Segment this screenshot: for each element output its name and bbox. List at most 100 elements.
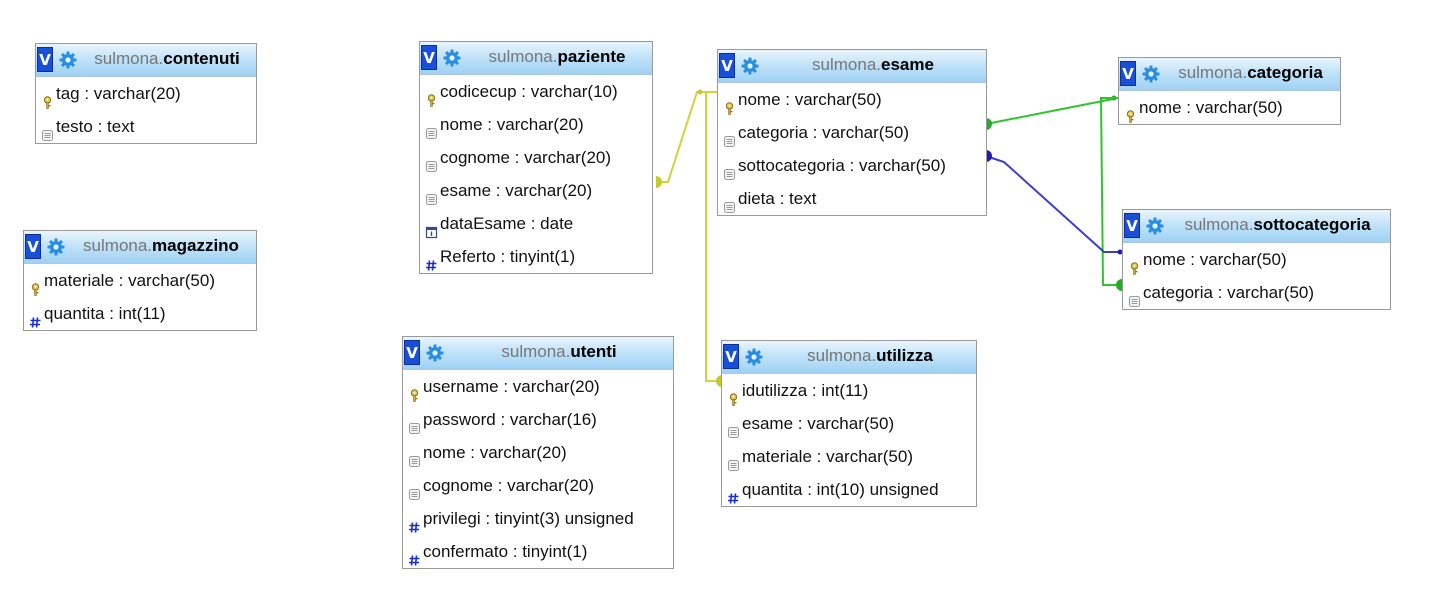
- gear-icon[interactable]: [426, 344, 444, 362]
- column-row[interactable]: nome : varchar(50): [1123, 243, 1390, 276]
- column-row[interactable]: esame : varchar(50): [722, 407, 976, 440]
- column-label: privilegi : tinyint(3) unsigned: [423, 509, 634, 528]
- toggle-columns-button[interactable]: V: [719, 53, 735, 78]
- toggle-columns-button[interactable]: V: [1120, 61, 1136, 86]
- table-title: sulmona.contenuti: [80, 44, 254, 76]
- relation-sottocategoria-categoria: [1099, 97, 1122, 291]
- column-row[interactable]: confermato : tinyint(1): [403, 535, 673, 568]
- number-field-icon: [408, 512, 421, 525]
- gear-icon[interactable]: [741, 57, 759, 75]
- database-name: sulmona.: [812, 55, 882, 74]
- column-row[interactable]: dataEsame : date: [420, 207, 652, 240]
- toggle-columns-button[interactable]: V: [421, 45, 437, 70]
- gear-icon[interactable]: [1146, 217, 1164, 235]
- column-row[interactable]: codicecup : varchar(10): [420, 75, 652, 108]
- column-row[interactable]: nome : varchar(20): [420, 108, 652, 141]
- text-field-icon: [408, 479, 421, 492]
- relation-utilizza-esame: [705, 91, 722, 387]
- column-row[interactable]: password : varchar(16): [403, 403, 673, 436]
- table-name: utilizza: [876, 346, 933, 365]
- toggle-columns-button[interactable]: V: [404, 340, 420, 365]
- column-label: tag : varchar(20): [56, 84, 181, 103]
- gear-icon[interactable]: [1142, 65, 1160, 83]
- column-label: cognome : varchar(20): [423, 476, 595, 495]
- column-row[interactable]: esame : varchar(20): [420, 174, 652, 207]
- number-field-icon: [727, 483, 740, 496]
- column-row[interactable]: sottocategoria : varchar(50): [718, 149, 986, 182]
- column-row[interactable]: quantita : int(10) unsigned: [722, 473, 976, 506]
- column-row[interactable]: nome : varchar(50): [718, 83, 986, 116]
- table-name: contenuti: [163, 49, 240, 68]
- column-row[interactable]: idutilizza : int(11): [722, 374, 976, 407]
- toggle-columns-button[interactable]: V: [1124, 213, 1140, 238]
- column-label: quantita : int(11): [44, 304, 166, 323]
- toggle-columns-button[interactable]: V: [25, 234, 41, 259]
- column-row[interactable]: username : varchar(20): [403, 370, 673, 403]
- database-name: sulmona.: [501, 342, 571, 361]
- column-row[interactable]: privilegi : tinyint(3) unsigned: [403, 502, 673, 535]
- text-field-icon: [723, 192, 736, 205]
- number-field-icon: [425, 250, 438, 263]
- column-label: dataEsame : date: [440, 214, 574, 233]
- column-row[interactable]: categoria : varchar(50): [718, 116, 986, 149]
- database-name: sulmona.: [94, 49, 164, 68]
- text-field-icon: [408, 413, 421, 426]
- text-field-icon: [425, 151, 438, 164]
- table-name: categoria: [1247, 63, 1323, 82]
- table-title: sulmona.utilizza: [766, 341, 974, 373]
- column-label: password : varchar(16): [423, 410, 597, 429]
- gear-icon[interactable]: [59, 51, 77, 69]
- column-label: categoria : varchar(50): [738, 123, 910, 142]
- text-field-icon: [408, 446, 421, 459]
- column-row[interactable]: dieta : text: [718, 182, 986, 215]
- column-row[interactable]: nome : varchar(20): [403, 436, 673, 469]
- text-field-icon: [723, 126, 736, 139]
- gear-icon[interactable]: [47, 238, 65, 256]
- column-row[interactable]: cognome : varchar(20): [420, 141, 652, 174]
- key-icon: [1128, 253, 1141, 266]
- column-label: sottocategoria : varchar(50): [738, 156, 946, 175]
- toggle-columns-button[interactable]: V: [37, 47, 53, 72]
- column-row[interactable]: categoria : varchar(50): [1123, 276, 1390, 309]
- column-label: cognome : varchar(20): [440, 148, 612, 167]
- text-field-icon: [425, 118, 438, 131]
- database-name: sulmona.: [83, 236, 153, 255]
- number-field-icon: [408, 545, 421, 558]
- column-row[interactable]: cognome : varchar(20): [403, 469, 673, 502]
- column-row[interactable]: Referto : tinyint(1): [420, 240, 652, 273]
- text-field-icon: [727, 417, 740, 430]
- column-row[interactable]: materiale : varchar(50): [722, 440, 976, 473]
- toggle-columns-button[interactable]: V: [723, 344, 739, 369]
- key-icon: [41, 87, 54, 100]
- column-label: Referto : tinyint(1): [440, 247, 576, 266]
- column-label: materiale : varchar(50): [742, 447, 914, 466]
- column-label: nome : varchar(50): [738, 90, 882, 109]
- gear-icon[interactable]: [745, 348, 763, 366]
- table-name: utenti: [570, 342, 617, 361]
- column-row[interactable]: quantita : int(11): [24, 297, 256, 330]
- gear-icon[interactable]: [443, 49, 461, 67]
- column-row[interactable]: materiale : varchar(50): [24, 264, 256, 297]
- column-row[interactable]: testo : text: [36, 110, 256, 143]
- relation-paziente-esame: [656, 89, 718, 188]
- text-field-icon: [425, 184, 438, 197]
- table-title: sulmona.esame: [762, 50, 984, 82]
- column-row[interactable]: tag : varchar(20): [36, 77, 256, 110]
- column-row[interactable]: nome : varchar(50): [1119, 91, 1340, 124]
